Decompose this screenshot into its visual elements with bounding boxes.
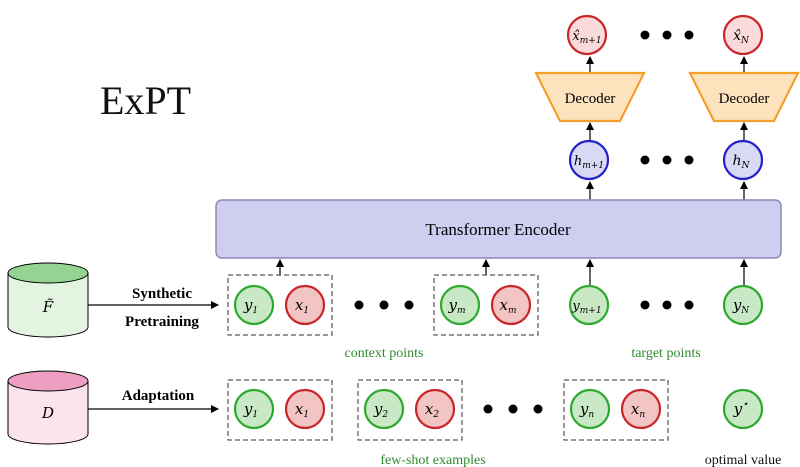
svg-text:xm: xm	[499, 296, 516, 316]
decoder-right: Decoder	[688, 71, 800, 123]
svg-text:x2: x2	[425, 400, 439, 420]
hidden-node-m1: hm+1	[568, 139, 610, 181]
pretrain-label-line1: Synthetic	[132, 286, 192, 302]
database-symbol: F̃	[42, 298, 54, 316]
fewshot-box	[563, 379, 669, 441]
target-points-label: target points	[631, 346, 700, 361]
svg-text:hN: hN	[733, 153, 751, 171]
svg-text:y⋆: y⋆	[733, 399, 749, 418]
decoder-label: Decoder	[719, 91, 770, 107]
fewshot-label: few-shot examples	[380, 453, 485, 467]
transformer-encoder: Transformer Encoder	[215, 199, 782, 259]
output-subscript: N	[740, 36, 750, 46]
svg-text:ym: ym	[447, 296, 465, 316]
output-node-n: x̂N	[722, 14, 764, 56]
svg-text:y2: y2	[373, 400, 388, 420]
fewshot-box	[357, 379, 463, 441]
database-symbol: D	[41, 404, 54, 422]
output-subscript: m+1	[580, 36, 602, 46]
fewshot-y-node: y2	[363, 388, 405, 430]
fewshot-y-node: y1	[233, 388, 275, 430]
title: ExPT	[100, 78, 191, 123]
context-dots	[354, 300, 414, 310]
output-symbol: x̂	[572, 29, 580, 44]
target-node-m1: ym+1	[568, 284, 610, 326]
decoder-label: Decoder	[565, 91, 616, 107]
svg-text:yN: yN	[732, 296, 750, 316]
svg-text:hm+1: hm+1	[574, 154, 604, 171]
context-y-node: ym	[439, 284, 481, 326]
svg-text:xn: xn	[631, 400, 645, 420]
target-dots	[640, 300, 694, 310]
database-adaptation: D	[7, 370, 89, 445]
svg-text:x1: x1	[295, 296, 309, 316]
svg-text:x̂N: x̂N	[733, 28, 750, 46]
database-synthetic: F̃	[7, 262, 89, 338]
hidden-node-n: hN	[722, 139, 764, 181]
pretrain-label-line2: Pretraining	[125, 314, 199, 330]
hidden-symbol: h	[574, 154, 582, 169]
output-node-m1: x̂m+1	[566, 14, 608, 56]
fewshot-x-node: xn	[620, 388, 662, 430]
context-x-node: xm	[490, 284, 532, 326]
context-points-label: context points	[345, 346, 424, 361]
output-dots	[640, 30, 694, 40]
target-node-n: yN	[722, 284, 764, 326]
hidden-dots	[640, 155, 694, 165]
context-box	[227, 274, 333, 336]
encoder-label: Transformer Encoder	[425, 220, 571, 239]
fewshot-x-node: x1	[284, 388, 326, 430]
svg-text:ym+1: ym+1	[571, 299, 601, 316]
svg-text:y1: y1	[243, 296, 258, 316]
context-box	[433, 274, 539, 336]
decoder-left: Decoder	[534, 71, 646, 123]
svg-text:y1: y1	[243, 400, 258, 420]
adapt-label: Adaptation	[122, 388, 195, 404]
svg-text:x̂m+1: x̂m+1	[572, 29, 601, 46]
fewshot-x-node: x2	[414, 388, 456, 430]
output-symbol: x̂	[733, 28, 741, 44]
fewshot-dots	[483, 404, 543, 414]
optimal-value-node: y⋆	[722, 388, 764, 430]
hidden-subscript: N	[741, 161, 751, 171]
fewshot-box	[227, 379, 333, 441]
svg-text:x1: x1	[295, 400, 309, 420]
hidden-subscript: m+1	[582, 161, 604, 171]
optimal-value-label: optimal value	[705, 453, 782, 467]
svg-text:yn: yn	[579, 400, 594, 420]
context-y-node: y1	[233, 284, 275, 326]
context-x-node: x1	[284, 284, 326, 326]
fewshot-y-node: yn	[569, 388, 611, 430]
hidden-symbol: h	[733, 153, 742, 169]
